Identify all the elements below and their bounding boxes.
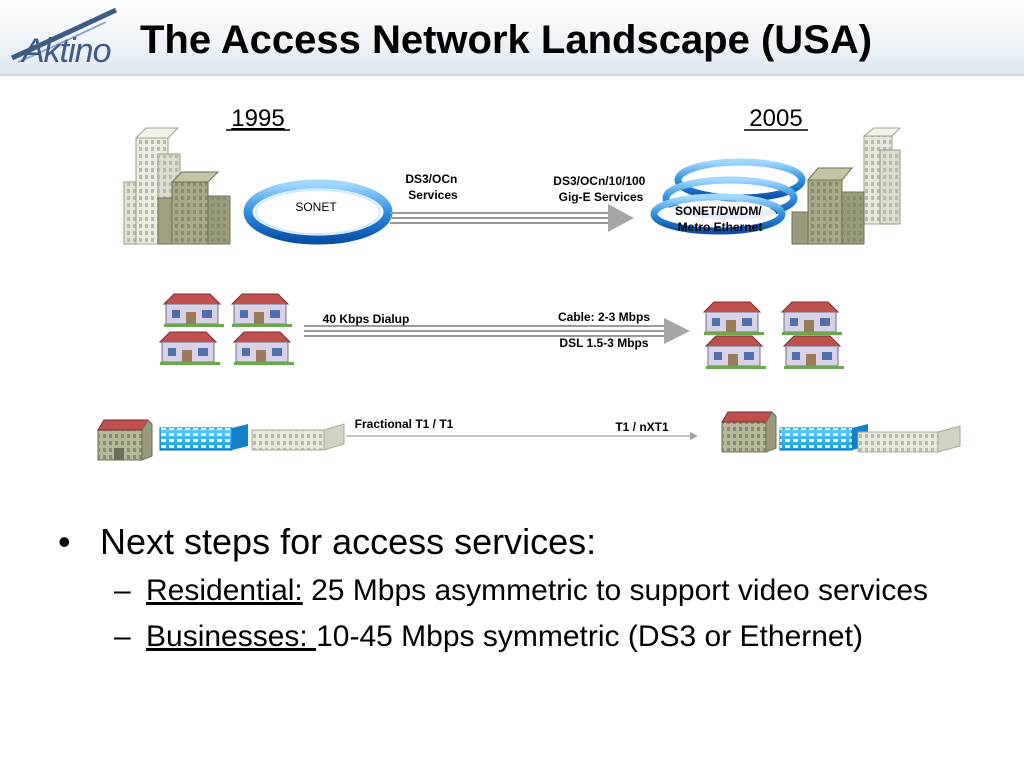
businesses-text: 10-45 Mbps symmetric (DS3 or Ethernet) bbox=[316, 620, 863, 653]
city-buildings-right-icon bbox=[791, 127, 902, 245]
sonet-ring-left-icon bbox=[243, 179, 393, 245]
row1-label-right-line1: DS3/OCn/10/100 bbox=[553, 174, 645, 188]
houses-left-icon bbox=[158, 293, 294, 365]
row1-label-right: DS3/OCn/10/100 Gig-E Services bbox=[553, 174, 648, 204]
year-label-1995: 1995 bbox=[231, 105, 284, 132]
bullet-dash: – bbox=[114, 620, 131, 653]
city-buildings-left-icon bbox=[123, 127, 231, 245]
row2-label-cable: Cable: 2-3 Mbps bbox=[558, 310, 650, 324]
bullet-main: • Next steps for access services: bbox=[56, 520, 996, 564]
row1-label-left-line2: Services bbox=[408, 188, 458, 202]
row1-migration-arrow bbox=[390, 204, 634, 232]
row1-ring-right-label: SONET/DWDM/ Metro Ethernet bbox=[675, 204, 765, 234]
bullet-list: • Next steps for access services: – Resi… bbox=[56, 520, 996, 656]
businesses-label: Businesses: bbox=[146, 620, 317, 653]
row2-label-dsl: DSL 1.5-3 Mbps bbox=[559, 336, 648, 350]
page-title: The Access Network Landscape (USA) bbox=[140, 18, 873, 62]
row3-label-left: Fractional T1 / T1 bbox=[355, 417, 454, 431]
residential-text: 25 Mbps asymmetric to support video serv… bbox=[302, 574, 929, 607]
sonet-dwdm-rings-right-icon bbox=[650, 158, 806, 235]
row1-label-right-line2: Gig-E Services bbox=[559, 190, 644, 204]
access-network-diagram: 1995 2005 SONET DS3/OCn Services DS3/OCn… bbox=[97, 105, 961, 461]
business-buildings-right-icon bbox=[721, 411, 961, 453]
row1-label-left: DS3/OCn Services bbox=[405, 172, 460, 202]
bullet-dot: • bbox=[58, 521, 71, 562]
row3-label-right: T1 / nXT1 bbox=[615, 420, 669, 434]
houses-right-icon bbox=[702, 301, 844, 369]
row3-migration-arrow bbox=[346, 432, 698, 440]
bullet-businesses: – Businesses: 10-45 Mbps symmetric (DS3 … bbox=[56, 618, 996, 656]
aktino-logo: Aktino bbox=[8, 6, 148, 70]
year-label-2005: 2005 bbox=[749, 105, 802, 132]
business-buildings-left-icon bbox=[97, 419, 345, 461]
residential-label: Residential: bbox=[146, 574, 303, 607]
row1-label-left-line1: DS3/OCn bbox=[405, 172, 457, 186]
sonet-label: SONET bbox=[295, 200, 337, 214]
logo-text: Aktino bbox=[22, 32, 111, 70]
bullet-dash: – bbox=[114, 574, 131, 607]
row2-label-dialup: 40 Kbps Dialup bbox=[323, 312, 410, 326]
bullet-residential: – Residential: 25 Mbps asymmetric to sup… bbox=[56, 572, 996, 610]
header-bar bbox=[0, 0, 1024, 74]
row1-ring-right-line2: Metro Ethernet bbox=[678, 220, 763, 234]
row2-migration-arrow bbox=[304, 318, 690, 344]
bullet-main-text: Next steps for access services: bbox=[100, 521, 597, 562]
header-divider bbox=[0, 74, 1024, 76]
logo-swoosh-icon bbox=[10, 7, 118, 63]
row1-ring-right-line1: SONET/DWDM/ bbox=[675, 204, 762, 218]
